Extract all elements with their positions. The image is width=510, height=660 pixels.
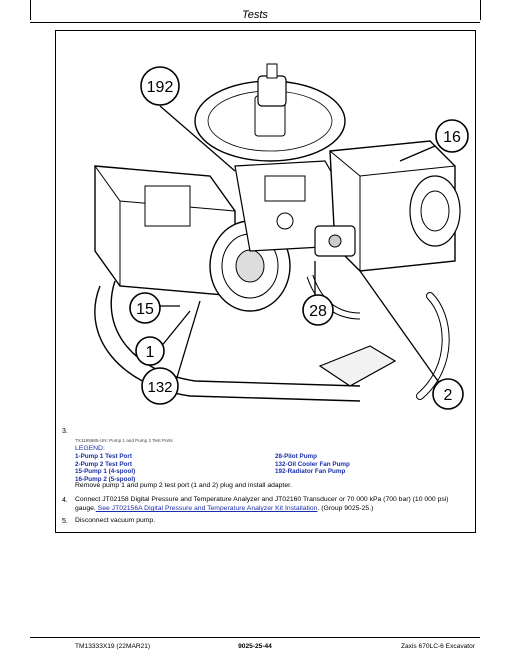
svg-text:192: 192: [147, 79, 174, 96]
pump-illustration: 192 16 15 28 1 132 2: [94, 63, 469, 410]
callout-15: 15: [129, 292, 161, 324]
legend-item: 28-Pilot Pump: [275, 453, 317, 460]
step-4-number: 4.: [62, 497, 68, 504]
callout-132: 132: [141, 367, 179, 405]
header-rule-left: [30, 0, 31, 20]
step-4-text: Connect JT02158 Digital Pressure and Tem…: [75, 495, 470, 513]
step-4-text-a: Connect JT02158 Digital Pressure and Tem…: [75, 496, 449, 503]
callout-192: 192: [140, 66, 180, 106]
kit-installation-link[interactable]: See JT02156A Digital Pressure and Temper…: [95, 505, 318, 512]
svg-text:2: 2: [444, 387, 453, 404]
legend-item: 15-Pump 1 (4-spool): [75, 468, 136, 476]
step-3-number: 3.: [62, 428, 68, 435]
section-title: Tests: [242, 9, 268, 21]
legend-item: 192-Radiator Fan Pump: [275, 468, 346, 476]
title-underline: [30, 22, 480, 23]
callout-1: 1: [135, 336, 165, 366]
step-4-text-c: . (Group 9025-25.): [317, 505, 374, 512]
step-5-text: Disconnect vacuum pump.: [75, 517, 156, 524]
step-5-number: 5.: [62, 518, 68, 525]
callout-16: 16: [435, 119, 469, 153]
legend-item: 1-Pump 1 Test Port: [75, 453, 132, 460]
legend-grid: 1-Pump 1 Test Port 28-Pilot Pump 2-Pump …: [75, 453, 455, 483]
legend-title: LEGEND:: [75, 445, 105, 452]
legend-item: 16-Pump 2 (5-spool): [75, 475, 136, 483]
footer-model: Zaxis 670LC-6 Excavator: [400, 643, 475, 650]
svg-text:1: 1: [146, 344, 155, 361]
legend: LEGEND: 1-Pump 1 Test Port 28-Pilot Pump…: [75, 445, 455, 483]
callout-2: 2: [432, 378, 464, 410]
figure-caption: TX1195685-UN: Pump 1 and Pump 2 Test Por…: [75, 438, 173, 443]
footer-page-number: 9025-25-44: [238, 643, 272, 650]
svg-text:15: 15: [136, 301, 154, 318]
callout-28: 28: [302, 294, 334, 326]
step-4-text-b: gauge.: [75, 505, 96, 512]
svg-text:132: 132: [147, 379, 172, 396]
step-3-text: Remove pump 1 and pump 2 test port (1 an…: [75, 482, 292, 489]
legend-item: 2-Pump 2 Test Port: [75, 460, 132, 468]
svg-text:28: 28: [309, 303, 327, 320]
svg-text:16: 16: [443, 129, 461, 146]
legend-item: 132-Oil Cooler Fan Pump: [275, 460, 350, 468]
header-rule-right: [480, 0, 481, 20]
footer-rule: [30, 637, 480, 638]
footer-doc-id: TM13333X19 (22MAR21): [75, 643, 151, 650]
content-box: [55, 30, 476, 533]
